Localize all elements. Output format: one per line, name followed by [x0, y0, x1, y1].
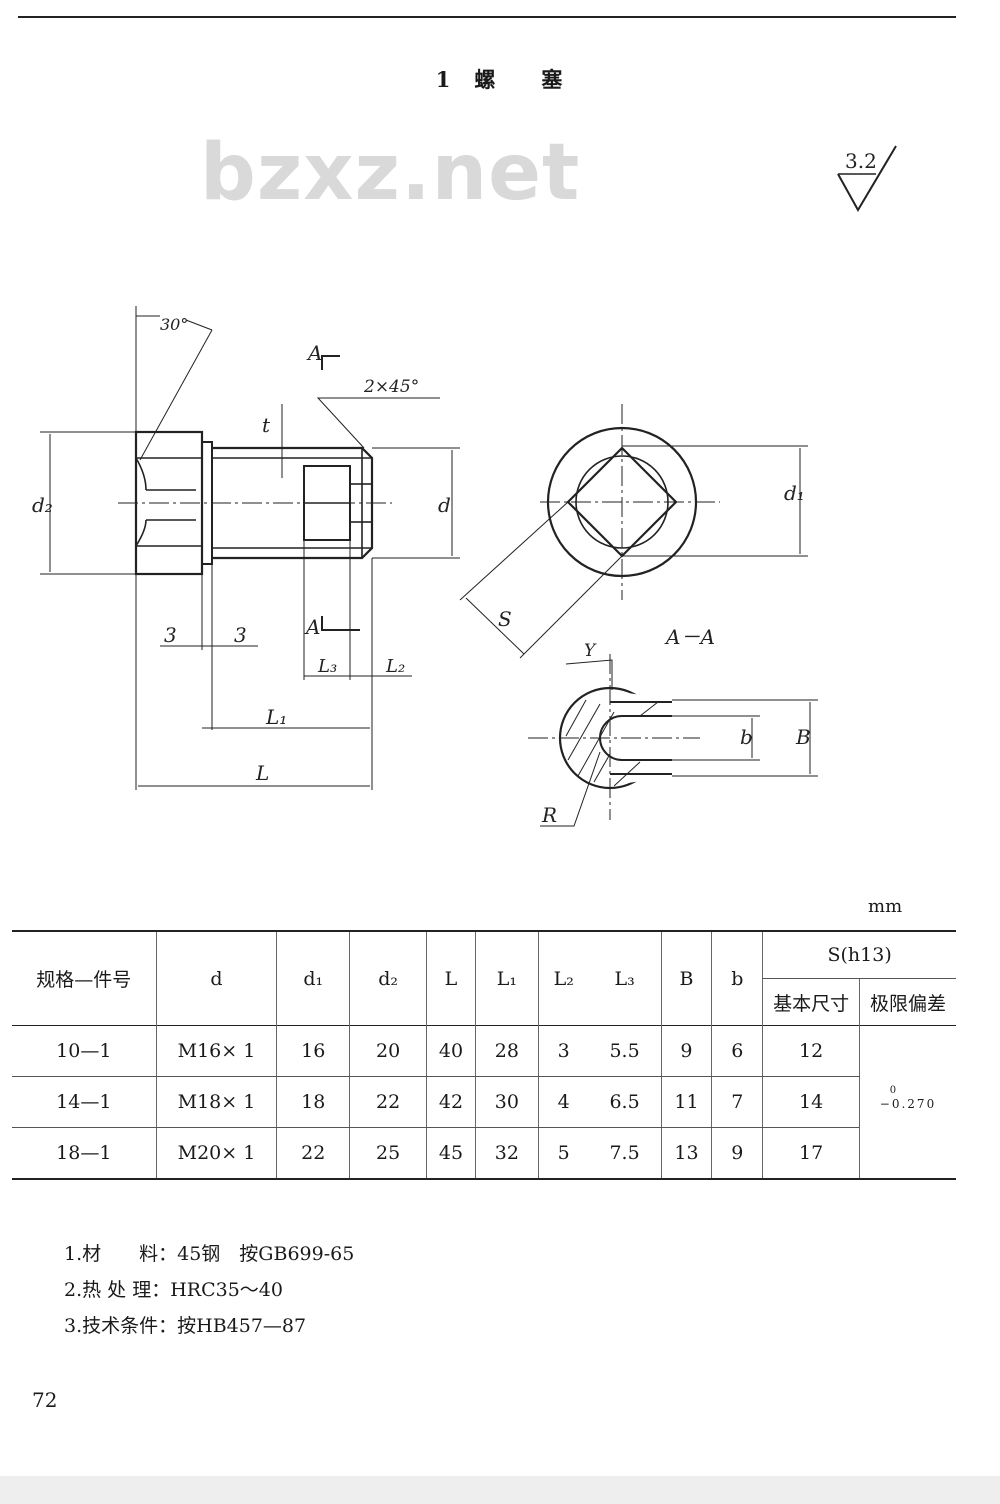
cell-L3: 6.5	[588, 1076, 661, 1128]
cell-L: 40	[426, 1025, 476, 1077]
B-label: B	[795, 725, 811, 749]
page-number: 72	[32, 1388, 58, 1412]
title-char-2: 塞	[541, 67, 565, 92]
cell-spec: 18—1	[12, 1127, 157, 1180]
cell-d1: 16	[276, 1025, 350, 1077]
cell-L2: 3	[537, 1025, 589, 1077]
top-rule	[18, 16, 956, 18]
header-spec: 规格—件号	[36, 969, 132, 991]
cell-L: 45	[426, 1127, 476, 1180]
roughness-value: 3.2	[845, 149, 877, 173]
cell-S: 12	[762, 1025, 860, 1077]
watermark: bzxz.net	[200, 128, 581, 218]
section-marker-top: A	[306, 341, 322, 365]
cell-L: 42	[426, 1076, 476, 1128]
table-row: 14—1 M18× 1 18 22 42 30 4 6.5 11 7 14	[12, 1076, 956, 1128]
header-b: b	[711, 931, 763, 1026]
l1-label: L₁	[265, 705, 287, 729]
bottom-band	[0, 1476, 1000, 1504]
dim-3-left: 3	[164, 623, 177, 647]
cell-spec: 14—1	[12, 1076, 157, 1128]
d2-label: d₂	[32, 493, 53, 517]
end-view	[459, 404, 808, 659]
cell-L1: 30	[474, 1076, 539, 1128]
cell-B: 9	[660, 1025, 712, 1077]
cell-spec: 10—1	[12, 1025, 157, 1077]
header-L2: L₂	[537, 931, 589, 1026]
cell-B: 13	[660, 1127, 712, 1180]
header-L3: L₃	[614, 967, 635, 990]
roughness-symbol: 3.2	[837, 145, 897, 213]
dim-3-right: 3	[234, 623, 247, 647]
header-d2: d₂	[349, 931, 427, 1026]
chamfer-label: 2×45°	[363, 377, 419, 397]
cell-B: 11	[660, 1076, 712, 1128]
table-row: 18—1 M20× 1 22 25 45 32 5 7.5 13 9 17	[12, 1127, 956, 1180]
spec-table: 规格—件号 d d₁ d₂ L L₁ L₂ L₃ B b S(h13) 基本尺寸…	[12, 930, 956, 1180]
cell-d2: 20	[349, 1025, 427, 1077]
cell-b: 6	[711, 1025, 763, 1077]
cell-L3: 5.5	[588, 1025, 661, 1077]
cell-L2: 5	[537, 1127, 589, 1180]
note-item: 3.技术条件：按HB457—87	[64, 1315, 307, 1337]
title-char-1: 螺	[474, 67, 498, 92]
cell-S: 17	[762, 1127, 860, 1180]
l-label: L	[255, 761, 269, 785]
section-title: A－A	[664, 625, 715, 649]
front-view	[40, 306, 460, 790]
cell-L1: 32	[474, 1127, 539, 1180]
b-label: b	[740, 725, 753, 749]
r-label: R	[541, 803, 557, 827]
notes: 1.材 料：45钢 按GB699-65 2.热 处 理：HRC35～40 3.技…	[64, 1236, 354, 1344]
header-S: S(h13)	[762, 931, 956, 979]
header-d: d	[155, 931, 277, 1026]
cell-d: M16× 1	[155, 1025, 277, 1077]
cell-b: 9	[711, 1127, 763, 1180]
t-label: t	[262, 413, 271, 437]
note-item: 1.材 料：45钢 按GB699-65	[64, 1243, 355, 1265]
title-number: 1	[435, 67, 453, 92]
section-view	[528, 654, 818, 827]
d1-label: d₁	[784, 481, 805, 505]
s-label: S	[498, 607, 512, 631]
technical-drawing: 3.2	[32, 145, 897, 827]
cell-L2: 4	[537, 1076, 589, 1128]
cell-b: 7	[711, 1076, 763, 1128]
cell-d2: 25	[349, 1127, 427, 1180]
cell-d: M18× 1	[155, 1076, 277, 1128]
cell-S: 14	[762, 1076, 860, 1128]
header-S-tol: 极限偏差	[859, 978, 956, 1026]
header-B: B	[660, 931, 712, 1026]
d-label: d	[438, 493, 451, 517]
l2-label: L₂	[385, 656, 405, 677]
tolerance-lower: −0.270	[879, 1097, 937, 1111]
unit-label: mm	[868, 896, 903, 917]
header-L: L	[426, 931, 476, 1026]
note-item: 2.热 处 理：HRC35～40	[64, 1279, 283, 1301]
cell-tolerance: 0 −0.270	[859, 1025, 956, 1180]
header-S-basic: 基本尺寸	[762, 978, 860, 1026]
header-L1: L₁	[474, 931, 539, 1026]
cell-d: M20× 1	[155, 1127, 277, 1180]
cell-L3: 7.5	[588, 1127, 661, 1180]
cell-d1: 22	[276, 1127, 350, 1180]
header-d1: d₁	[276, 931, 350, 1026]
cell-d2: 22	[349, 1076, 427, 1128]
cell-L1: 28	[474, 1025, 539, 1077]
angle-label: 30°	[160, 315, 188, 334]
section-marker-bottom: A	[304, 615, 320, 639]
y-label: Y	[584, 641, 597, 661]
tolerance-upper: 0	[889, 1085, 899, 1096]
l3-label: L₃	[317, 656, 337, 677]
table-row: 10—1 M16× 1 16 20 40 28 3 5.5 9 6 12 0 −…	[12, 1025, 956, 1180]
cell-d1: 18	[276, 1076, 350, 1128]
